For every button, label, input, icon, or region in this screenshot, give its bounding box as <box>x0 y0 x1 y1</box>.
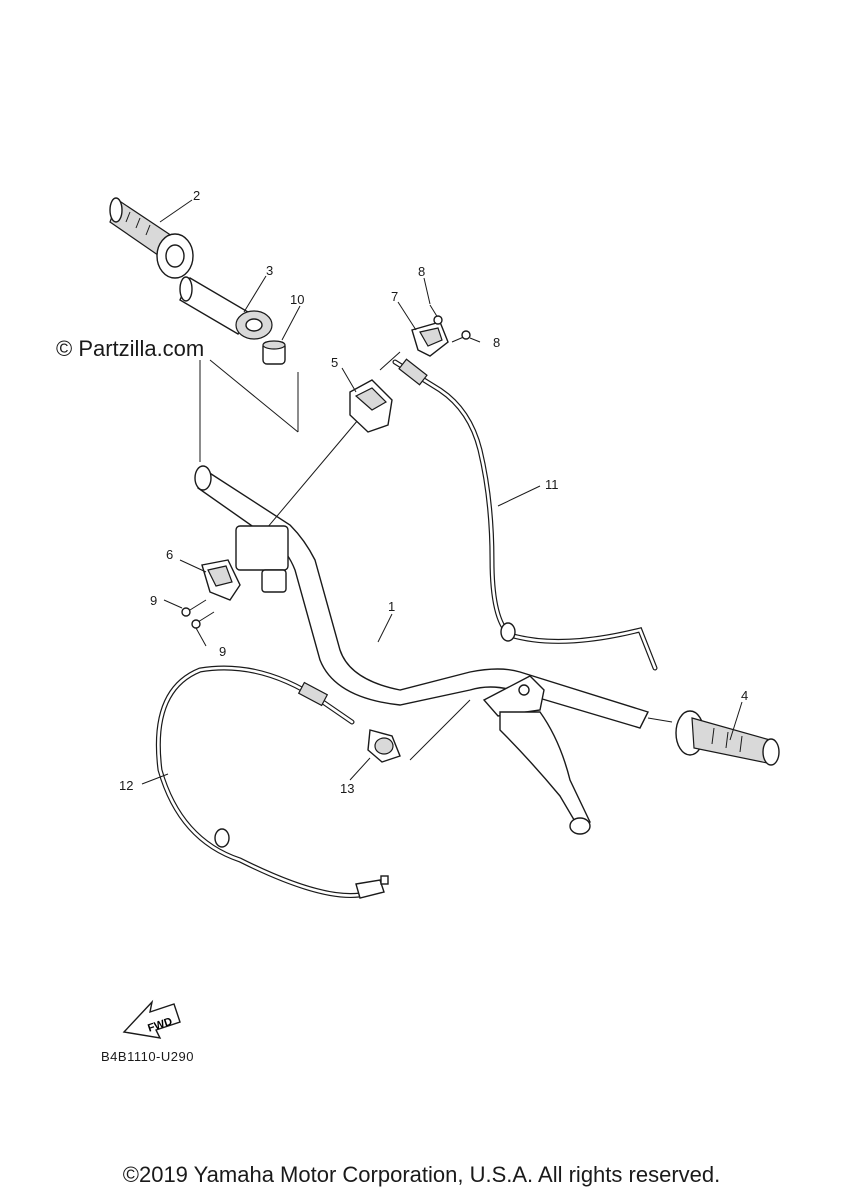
fwd-arrow: FWD <box>122 999 181 1039</box>
clutch-lever <box>482 675 591 835</box>
copyright-notice: ©2019 Yamaha Motor Corporation, U.S.A. A… <box>122 1162 721 1187</box>
callout-9-left: 9 <box>150 593 157 608</box>
callout-4: 4 <box>741 688 748 703</box>
assembly-lines <box>199 351 471 761</box>
callout-8-right: 8 <box>493 335 500 350</box>
callout-5: 5 <box>331 355 338 370</box>
callout-13: 13 <box>340 781 354 796</box>
callout-2: 2 <box>193 188 200 203</box>
throttle-cable <box>392 358 658 671</box>
cable-guide <box>411 304 471 357</box>
callout-numbers: 1 2 3 4 5 6 7 8 8 9 9 10 11 12 13 <box>119 188 748 796</box>
watermark: © Partzilla.com <box>56 336 205 361</box>
callout-12: 12 <box>119 778 133 793</box>
cable-adjuster <box>367 729 401 763</box>
callout-10: 10 <box>290 292 304 307</box>
callout-3: 3 <box>266 263 273 278</box>
right-grip <box>647 710 780 766</box>
diagram-code: B4B1110-U290 <box>101 1049 194 1064</box>
callout-1: 1 <box>388 599 395 614</box>
clutch-cable <box>155 665 389 899</box>
callout-11: 11 <box>545 477 559 492</box>
handlebar <box>194 465 649 729</box>
callout-6: 6 <box>166 547 173 562</box>
bolts <box>181 599 215 629</box>
throttle-housing <box>349 379 393 433</box>
collar <box>262 340 286 365</box>
throttle-grip <box>109 197 194 279</box>
callout-leaders <box>141 199 743 785</box>
callout-9-bottom: 9 <box>219 644 226 659</box>
callout-7: 7 <box>391 289 398 304</box>
holder <box>201 525 289 601</box>
callout-8-top: 8 <box>418 264 425 279</box>
throttle-tube <box>179 276 273 340</box>
